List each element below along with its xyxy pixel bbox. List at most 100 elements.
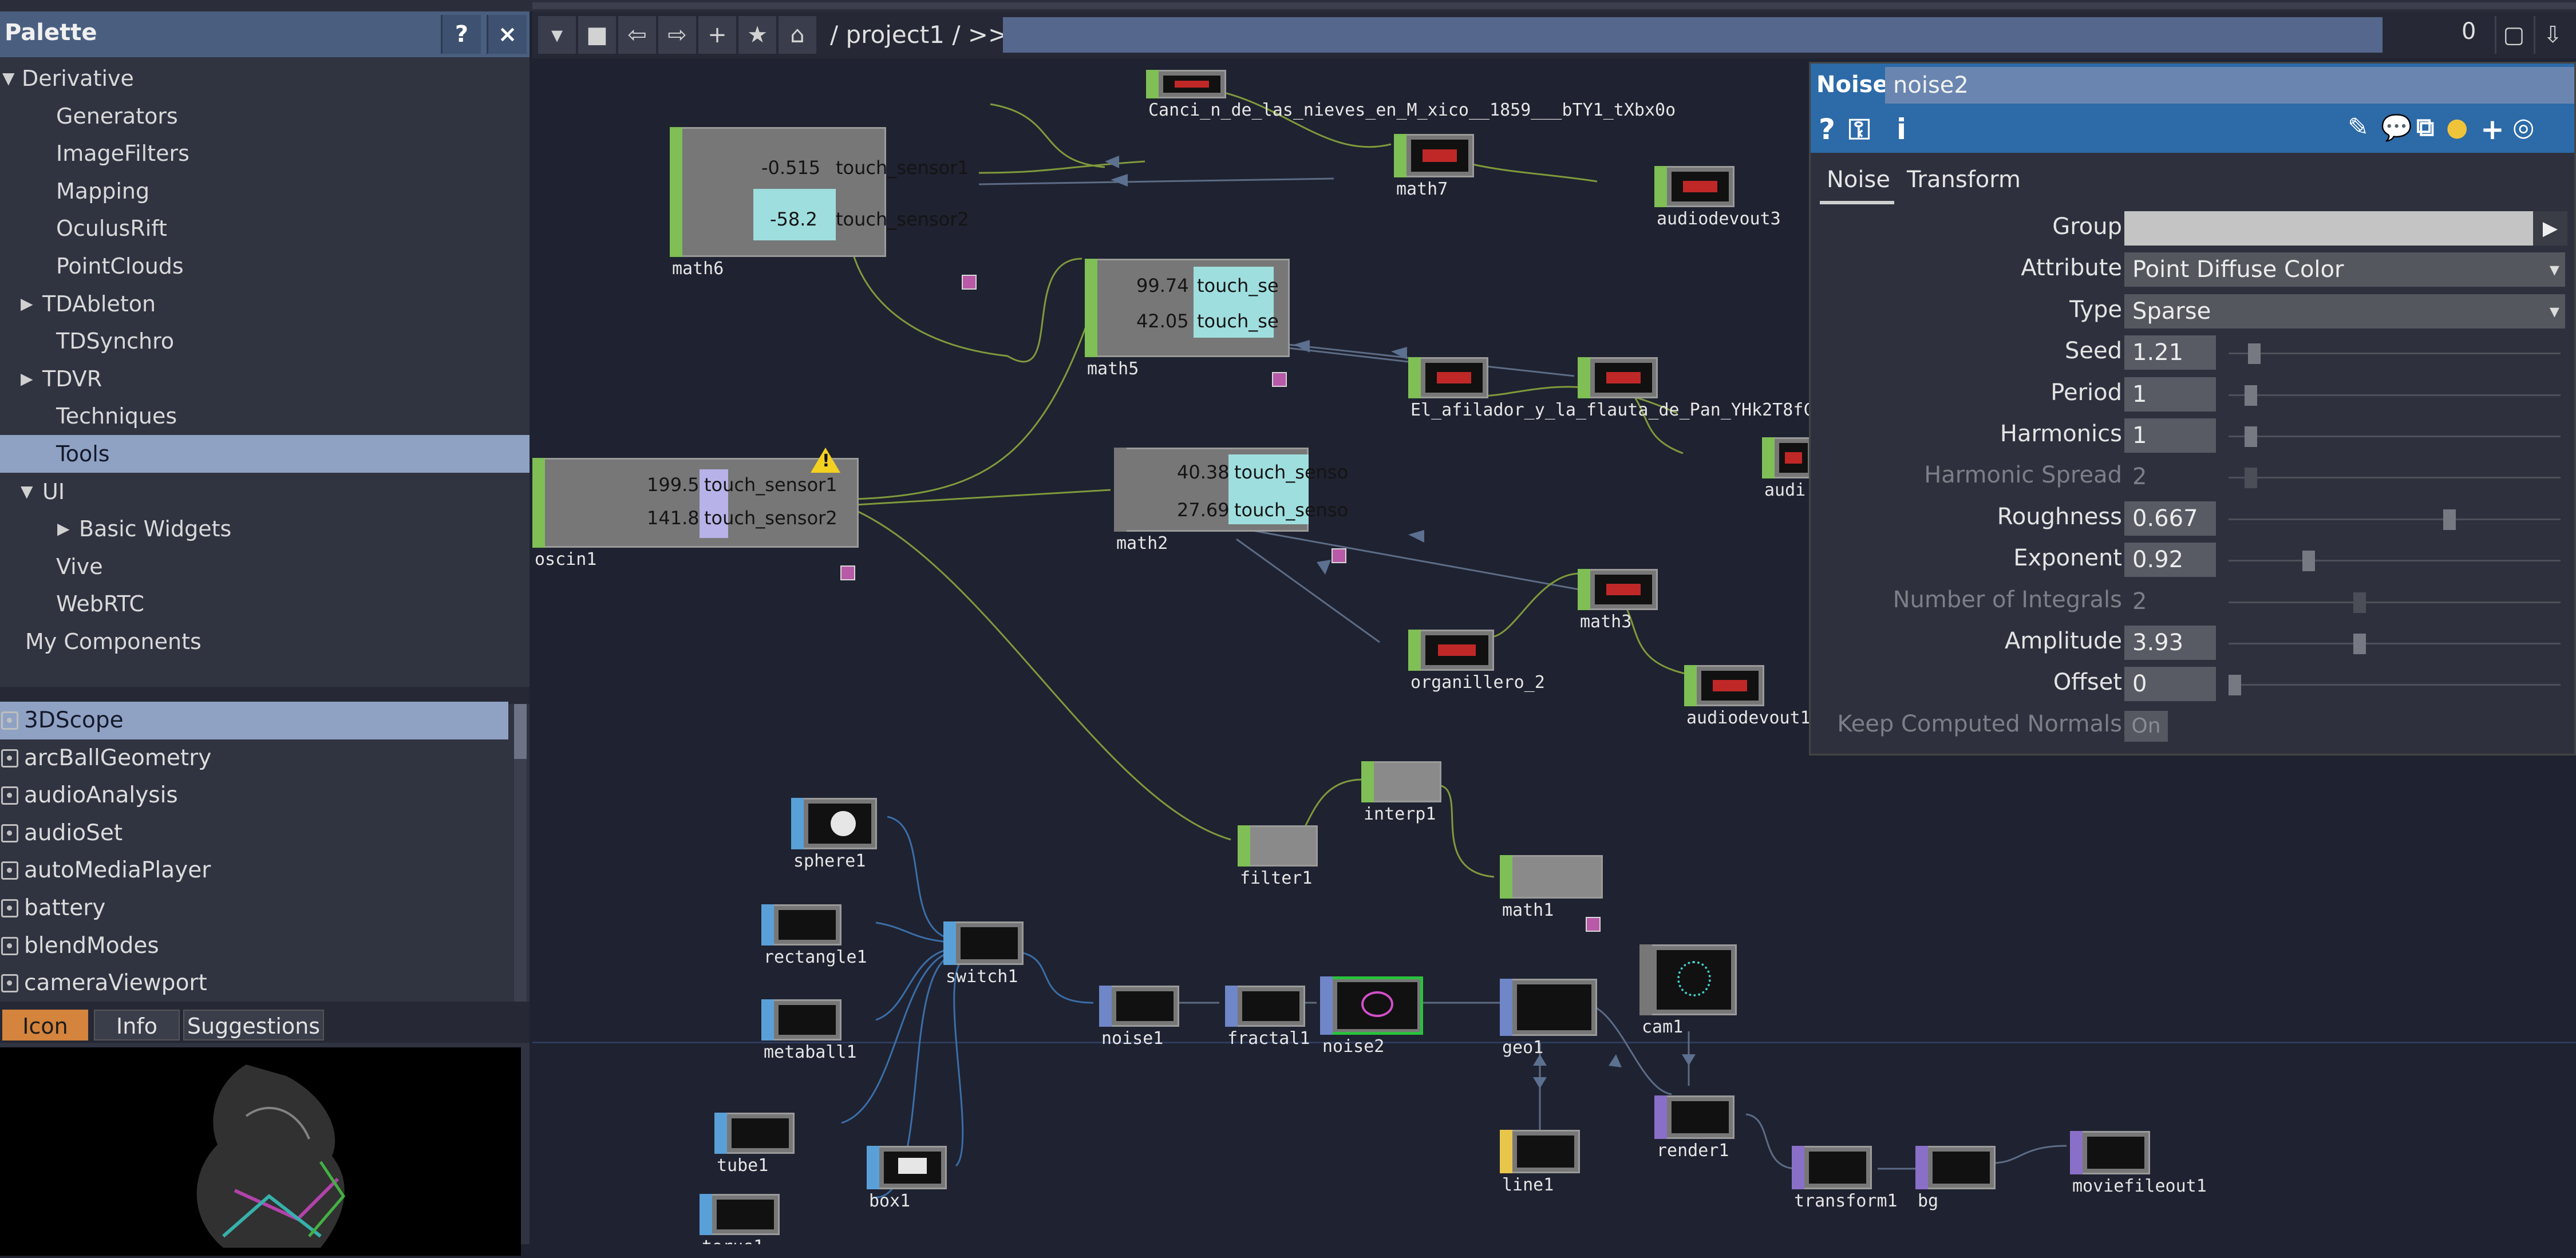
component-item[interactable]: arcBallGeometry (0, 739, 508, 777)
palette-divider[interactable] (0, 687, 530, 704)
path-field[interactable] (1003, 17, 2383, 53)
tree-item-vive[interactable]: Vive (0, 548, 530, 586)
node-bg[interactable]: bg (1915, 1146, 1996, 1211)
param-slider[interactable] (2229, 675, 2561, 696)
python-icon[interactable]: ● (2446, 113, 2468, 142)
param-slider[interactable] (2229, 343, 2561, 365)
viewer-flag-icon[interactable] (840, 565, 855, 580)
node-math7[interactable]: math7 (1394, 134, 1474, 199)
node-audiodevout2[interactable]: audi (1762, 437, 1814, 500)
tree-item-imagefilters[interactable]: ImageFilters (0, 134, 530, 172)
group-menu-button[interactable]: ▶ (2533, 211, 2567, 246)
node-audiodevout1[interactable]: audiodevout1 (1684, 665, 1811, 728)
param-value-field[interactable]: 0 (2124, 667, 2216, 702)
tree-item-derivative[interactable]: ▼Derivative (0, 60, 530, 97)
slider-handle[interactable] (2229, 675, 2241, 696)
tree-item-tools[interactable]: Tools (0, 435, 530, 473)
node-oscin1[interactable]: 199.5 touch_sensor1 141.8 touch_sensor2 … (532, 458, 859, 569)
palette-help-button[interactable]: ? (441, 15, 481, 54)
node-rectangle1[interactable]: rectangle1 (761, 904, 867, 967)
viewer-flag-icon[interactable] (1272, 372, 1287, 387)
tree-item-generators[interactable]: Generators (0, 97, 530, 135)
home-icon[interactable]: ⌂ (779, 16, 816, 54)
node-filter1[interactable]: filter1 (1238, 825, 1318, 888)
forward-icon[interactable]: ⇨ (658, 16, 696, 54)
param-slider[interactable] (2229, 551, 2561, 572)
tree-item-tdsynchro[interactable]: TDSynchro (0, 322, 530, 360)
expand-right-icon[interactable]: ▶ (21, 294, 33, 313)
back-icon[interactable]: ⇦ (618, 16, 656, 54)
tab-info[interactable]: Info (94, 1010, 180, 1041)
component-item[interactable]: battery (0, 889, 508, 927)
node-metaball1[interactable]: metaball1 (761, 999, 857, 1062)
add-icon[interactable]: + (698, 16, 736, 54)
node-audiofilein-organillero[interactable]: organillero_2 (1408, 630, 1545, 693)
stop-icon[interactable]: ■ (578, 16, 616, 54)
param-value-field[interactable]: 3.93 (2124, 626, 2216, 660)
node-math1[interactable]: math1 (1500, 855, 1603, 920)
help-icon[interactable]: ? (1819, 113, 1836, 146)
slider-handle[interactable] (2302, 551, 2315, 572)
tree-item-ui[interactable]: ▼UI (0, 473, 530, 511)
node-math6[interactable]: -0.515 touch_sensor1 -58.2 touch_sensor2… (670, 127, 969, 279)
component-item[interactable]: audioSet (0, 814, 508, 852)
node-noise2[interactable]: noise2 (1320, 976, 1423, 1057)
tree-item-webrtc[interactable]: WebRTC (0, 585, 530, 623)
node-switch1[interactable]: switch1 (943, 921, 1024, 987)
tree-item-tdableton[interactable]: ▶TDAbleton (0, 285, 530, 323)
slider-handle[interactable] (2245, 385, 2257, 406)
node-line1[interactable]: line1 (1500, 1130, 1580, 1195)
param-slider[interactable] (2229, 385, 2561, 406)
tree-item-mapping[interactable]: Mapping (0, 172, 530, 210)
info-icon[interactable]: i (1897, 113, 1907, 146)
node-audiodevout3[interactable]: audiodevout3 (1654, 166, 1781, 229)
download-icon[interactable]: ⇩ (2534, 16, 2570, 54)
node-fractal1[interactable]: fractal1 (1225, 986, 1310, 1049)
node-geo1[interactable]: geo1 (1500, 979, 1597, 1058)
window-icon[interactable]: ▢ (2495, 16, 2531, 54)
expand-down-icon[interactable]: ▼ (21, 481, 33, 501)
viewer-flag-icon[interactable] (1586, 917, 1601, 932)
node-math5[interactable]: 99.74 touch_se 42.05 touch_se math5 (1085, 259, 1290, 379)
component-item[interactable]: 3DScope (0, 702, 508, 739)
menu-down-icon[interactable]: ▾ (538, 16, 576, 54)
node-math2[interactable]: 40.38 touch_senso 27.69 touch_senso math… (1114, 448, 1348, 553)
param-value-field[interactable]: 1 (2124, 418, 2216, 453)
node-transform1[interactable]: transform1 (1792, 1146, 1898, 1211)
viewer-flag-icon[interactable] (962, 275, 977, 290)
tree-item-tdvr[interactable]: ▶TDVR (0, 360, 530, 398)
tab-suggestions[interactable]: Suggestions (183, 1010, 324, 1041)
star-icon[interactable]: ★ (738, 16, 776, 54)
comment-icon[interactable]: 💬 (2381, 113, 2412, 143)
tree-item-my-components[interactable]: My Components (0, 623, 530, 660)
operator-name-field[interactable]: noise2 (1885, 67, 2574, 104)
add-parameter-icon[interactable]: + (2480, 113, 2504, 146)
slider-handle[interactable] (2247, 343, 2261, 365)
tree-item-oculusrift[interactable]: OculusRift (0, 209, 530, 247)
param-value-field[interactable]: 1 (2124, 377, 2216, 412)
param-menu[interactable]: Point Diffuse Color▾ (2124, 252, 2565, 287)
node-sphere1[interactable]: sphere1 (791, 798, 877, 871)
copy-icon[interactable]: ⧉ (2416, 113, 2435, 142)
palette-close-button[interactable]: × (487, 15, 527, 54)
tab-icon[interactable]: Icon (2, 1010, 88, 1041)
slider-handle[interactable] (2245, 426, 2257, 447)
param-slider[interactable] (2229, 509, 2561, 530)
component-item[interactable]: blendModes (0, 927, 508, 965)
component-item[interactable]: autoMediaPlayer (0, 852, 508, 889)
param-slider[interactable] (2229, 426, 2561, 447)
node-noise1[interactable]: noise1 (1099, 986, 1179, 1049)
slider-handle[interactable] (2443, 509, 2456, 530)
node-torus1[interactable]: torus1 (700, 1194, 780, 1244)
param-value-field[interactable]: 0.667 (2124, 501, 2216, 536)
param-slider[interactable] (2229, 634, 2561, 654)
node-math3[interactable]: math3 (1578, 569, 1658, 632)
expand-right-icon[interactable]: ▶ (57, 519, 70, 539)
warning-icon[interactable] (811, 448, 840, 473)
param-value-field[interactable]: 1.21 (2124, 335, 2216, 370)
node-audiofilein-afilador[interactable]: El_afilador_y_la_flauta_de_Pan_YHk2T8fC (1408, 357, 1814, 420)
slider-handle[interactable] (2353, 634, 2366, 654)
python-help-icon[interactable]: ⚿ (1848, 113, 1871, 146)
node-moviefileout1[interactable]: moviefileout1 (2070, 1131, 2207, 1196)
param-value-field[interactable]: 0.92 (2124, 543, 2216, 577)
